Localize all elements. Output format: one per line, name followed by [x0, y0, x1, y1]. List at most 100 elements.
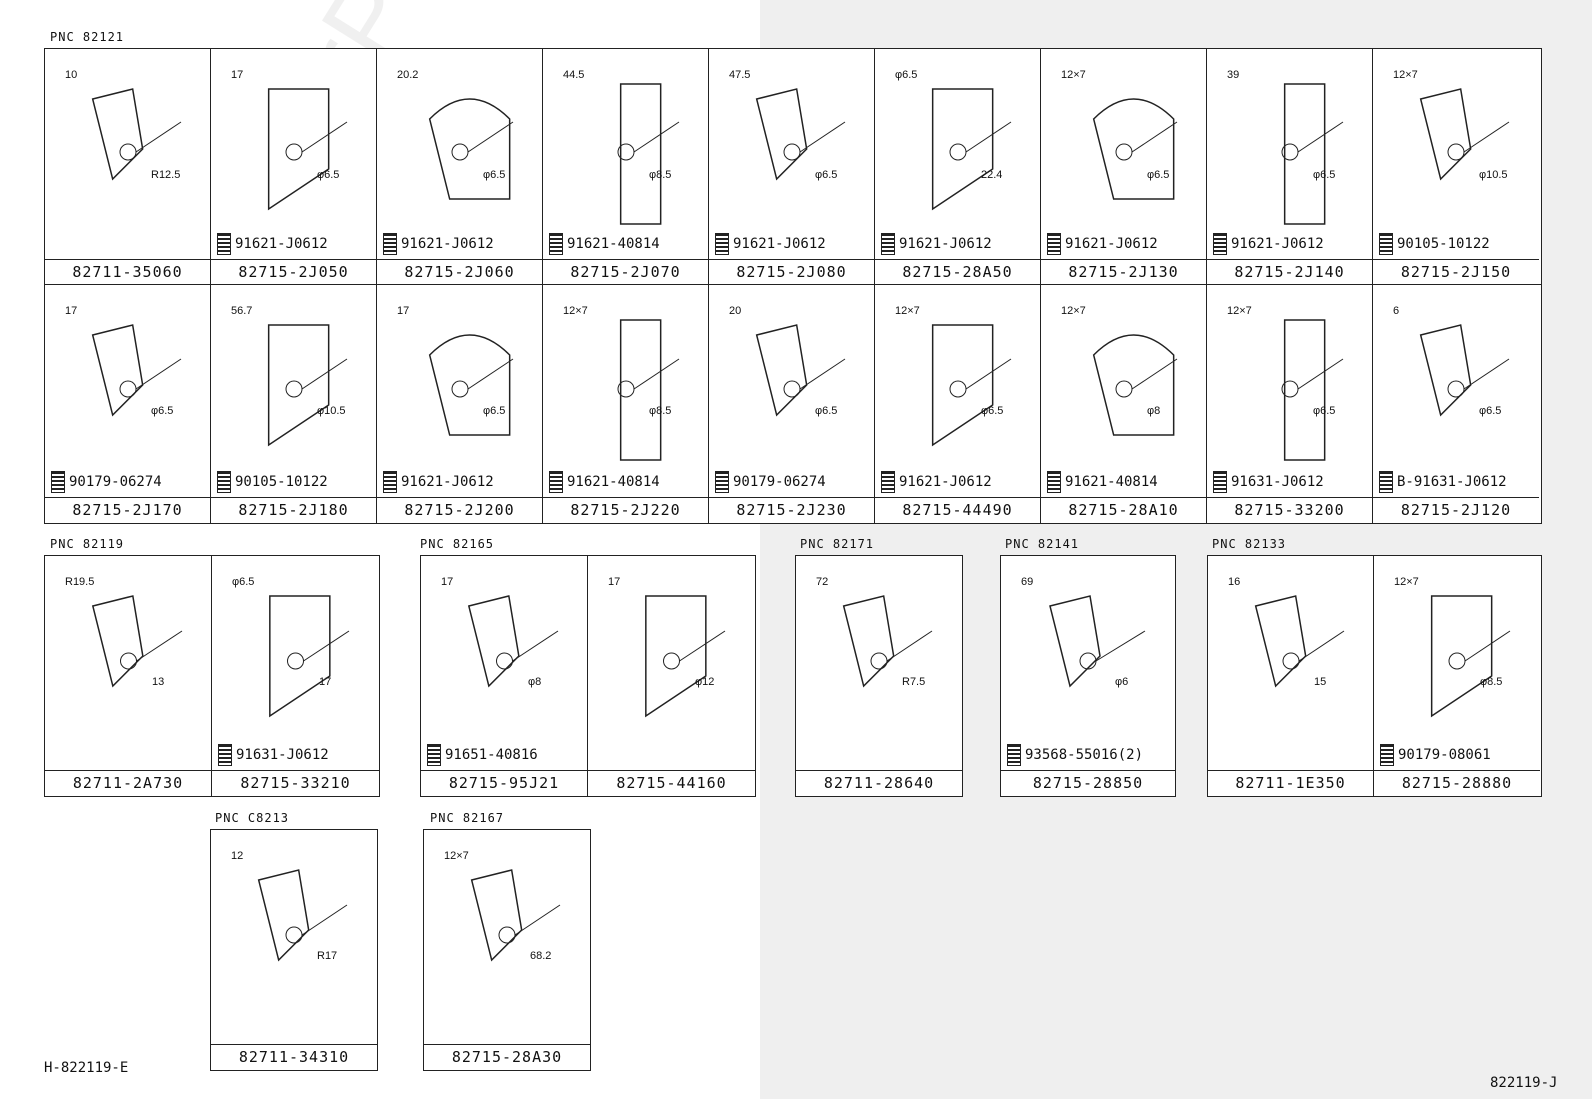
part-number[interactable]: 82711-35060 — [45, 259, 210, 285]
dimension-label: 69 — [1021, 576, 1034, 588]
part-cell[interactable]: 12×7 φ8 91621-40814 82715-28A10 — [1041, 285, 1207, 523]
fastener-part-number: 90179-08061 — [1380, 744, 1491, 766]
part-number[interactable]: 82715-33210 — [212, 770, 379, 796]
fastener-label: 90179-06274 — [69, 474, 162, 490]
part-number[interactable]: 82715-28880 — [1374, 770, 1540, 796]
dimension-label: 12×7 — [1394, 576, 1419, 588]
part-number[interactable]: 82711-28640 — [796, 770, 962, 796]
dimension-label: 20 — [729, 305, 742, 317]
part-number[interactable]: 82711-34310 — [211, 1044, 377, 1070]
dimension-label: φ6.5 — [483, 405, 506, 417]
dimension-label: φ6.5 — [815, 405, 838, 417]
part-drawing — [428, 334, 514, 436]
fastener-part-number: 91621-40814 — [549, 471, 660, 493]
part-number[interactable]: 82715-2J180 — [211, 497, 376, 523]
part-drawing — [1281, 319, 1344, 461]
part-number[interactable]: 82715-2J120 — [1373, 497, 1539, 523]
part-cell[interactable]: φ6.5 22.4 91621-J0612 82715-28A50 — [875, 49, 1041, 285]
bolt-icon — [1047, 233, 1061, 255]
part-number[interactable]: 82711-2A730 — [45, 770, 211, 796]
dimension-label: 22.4 — [981, 169, 1003, 181]
part-number[interactable]: 82715-2J140 — [1207, 259, 1372, 285]
fastener-label: 91621-J0612 — [1065, 236, 1158, 252]
part-number[interactable]: 82715-2J200 — [377, 497, 542, 523]
dimension-label: 17 — [608, 576, 621, 588]
bolt-icon — [1379, 233, 1393, 255]
dimension-label: φ6.5 — [981, 405, 1004, 417]
dimension-label: φ6.5 — [895, 69, 918, 81]
fastener-part-number: 91621-40814 — [549, 233, 660, 255]
part-number[interactable]: 82715-2J080 — [709, 259, 874, 285]
fastener-label: 91621-J0612 — [899, 236, 992, 252]
part-number[interactable]: 82715-2J230 — [709, 497, 874, 523]
bolt-icon — [1380, 744, 1394, 766]
bolt-icon — [881, 233, 895, 255]
fastener-label: B-91631-J0612 — [1397, 474, 1507, 490]
dimension-label: 47.5 — [729, 69, 751, 81]
dimension-label: φ6.5 — [1313, 405, 1336, 417]
part-number[interactable]: 82715-2J130 — [1041, 259, 1206, 285]
dimension-label: φ8 — [1147, 405, 1161, 417]
part-number[interactable]: 82715-28A10 — [1041, 497, 1206, 523]
part-number[interactable]: 82715-2J060 — [377, 259, 542, 285]
fastener-label: 90105-10122 — [1397, 236, 1490, 252]
dimension-label: φ6.5 — [317, 169, 340, 181]
part-number[interactable]: 82715-33200 — [1207, 497, 1372, 523]
bolt-icon — [217, 471, 231, 493]
part-drawing — [470, 869, 561, 962]
fastener-part-number: 91621-J0612 — [715, 233, 826, 255]
dimension-label: φ6.5 — [1479, 405, 1502, 417]
part-number[interactable]: 82715-2J050 — [211, 259, 376, 285]
part-cell[interactable]: 20 φ6.5 90179-06274 82715-2J230 — [709, 285, 875, 523]
part-number[interactable]: 82715-2J220 — [543, 497, 708, 523]
part-drawing — [755, 324, 846, 417]
dimension-label: 12×7 — [1061, 305, 1086, 317]
part-number[interactable]: 82715-44160 — [588, 770, 755, 796]
part-number[interactable]: 82711-1E350 — [1208, 770, 1373, 796]
part-number[interactable]: 82715-28A30 — [424, 1044, 590, 1070]
part-number[interactable]: 82715-95J21 — [421, 770, 587, 796]
part-drawing — [1281, 83, 1344, 225]
bolt-icon — [383, 471, 397, 493]
part-drawing — [467, 595, 559, 688]
fastener-label: 91621-40814 — [1065, 474, 1158, 490]
part-number[interactable]: 82715-28A50 — [875, 259, 1040, 285]
part-number[interactable]: 82715-28850 — [1001, 770, 1175, 796]
fastener-part-number: 93568-55016(2) — [1007, 744, 1143, 766]
fastener-part-number: 91621-J0612 — [1047, 233, 1158, 255]
part-drawing — [91, 88, 182, 181]
part-number[interactable]: 82715-44490 — [875, 497, 1040, 523]
fastener-label: 90179-06274 — [733, 474, 826, 490]
bolt-icon — [881, 471, 895, 493]
footer-right: 822119-J — [1490, 1075, 1558, 1091]
part-number[interactable]: 82715-2J150 — [1373, 259, 1539, 285]
fastener-part-number: 91621-J0612 — [1213, 233, 1324, 255]
part-number[interactable]: 82715-2J070 — [543, 259, 708, 285]
part-number[interactable]: 82715-2J170 — [45, 497, 210, 523]
